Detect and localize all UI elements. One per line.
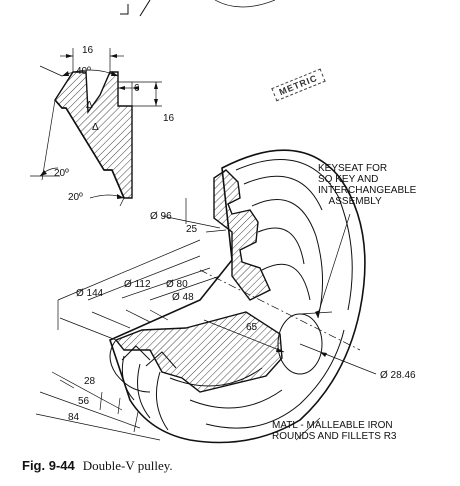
dim-top-width: 16 — [82, 45, 94, 56]
dim-groove-dia: Ø 112 — [124, 279, 151, 290]
dim-width-1: 28 — [84, 376, 96, 387]
dim-flange: 6 — [134, 83, 140, 94]
dim-hub-length: 65 — [246, 322, 258, 333]
dim-hub-offset: 25 — [186, 224, 198, 235]
groove-detail: Δ Δ 16 40º 6 16 20º 20º — [30, 45, 175, 207]
material-note: MATL - MALLEABLE IRON ROUNDS AND FILLETS… — [272, 420, 397, 442]
dim-outer-dia: Ø 144 — [76, 288, 104, 299]
dim-bore: Ø 28.46 — [380, 370, 416, 381]
svg-text:Δ: Δ — [92, 122, 99, 133]
dim-bore-dia: Ø 80 — [166, 279, 188, 290]
figure-description: Double-V pulley. — [82, 458, 173, 473]
pulley-pictorial: Ø 96 25 Ø 144 Ø 112 Ø 80 Ø 48 65 Ø 28.46… — [35, 149, 416, 444]
keyseat-note: KEYSEAT FOR SQ KEY AND INTERCHANGEABLE A… — [318, 163, 417, 207]
previous-figure-remnant — [120, 0, 276, 17]
groove-section — [54, 71, 133, 199]
dim-hub-dia: Ø 96 — [150, 211, 172, 222]
dim-inner-dia: Ø 48 — [172, 292, 194, 303]
figure-caption: Fig. 9-44 Double-V pulley. — [22, 458, 173, 474]
dim-depth: 16 — [163, 113, 175, 124]
pulley-outer-body — [109, 149, 366, 444]
dim-side-angle: 20º — [68, 192, 83, 203]
dim-width-2: 56 — [78, 396, 90, 407]
dim-width-3: 84 — [68, 412, 80, 423]
dim-angle: 40º — [76, 66, 91, 77]
upper-section — [213, 169, 271, 301]
figure-number: Fig. 9-44 — [22, 458, 75, 473]
dim-lower-angle: 20º — [54, 168, 69, 179]
svg-text:Δ: Δ — [86, 100, 93, 111]
